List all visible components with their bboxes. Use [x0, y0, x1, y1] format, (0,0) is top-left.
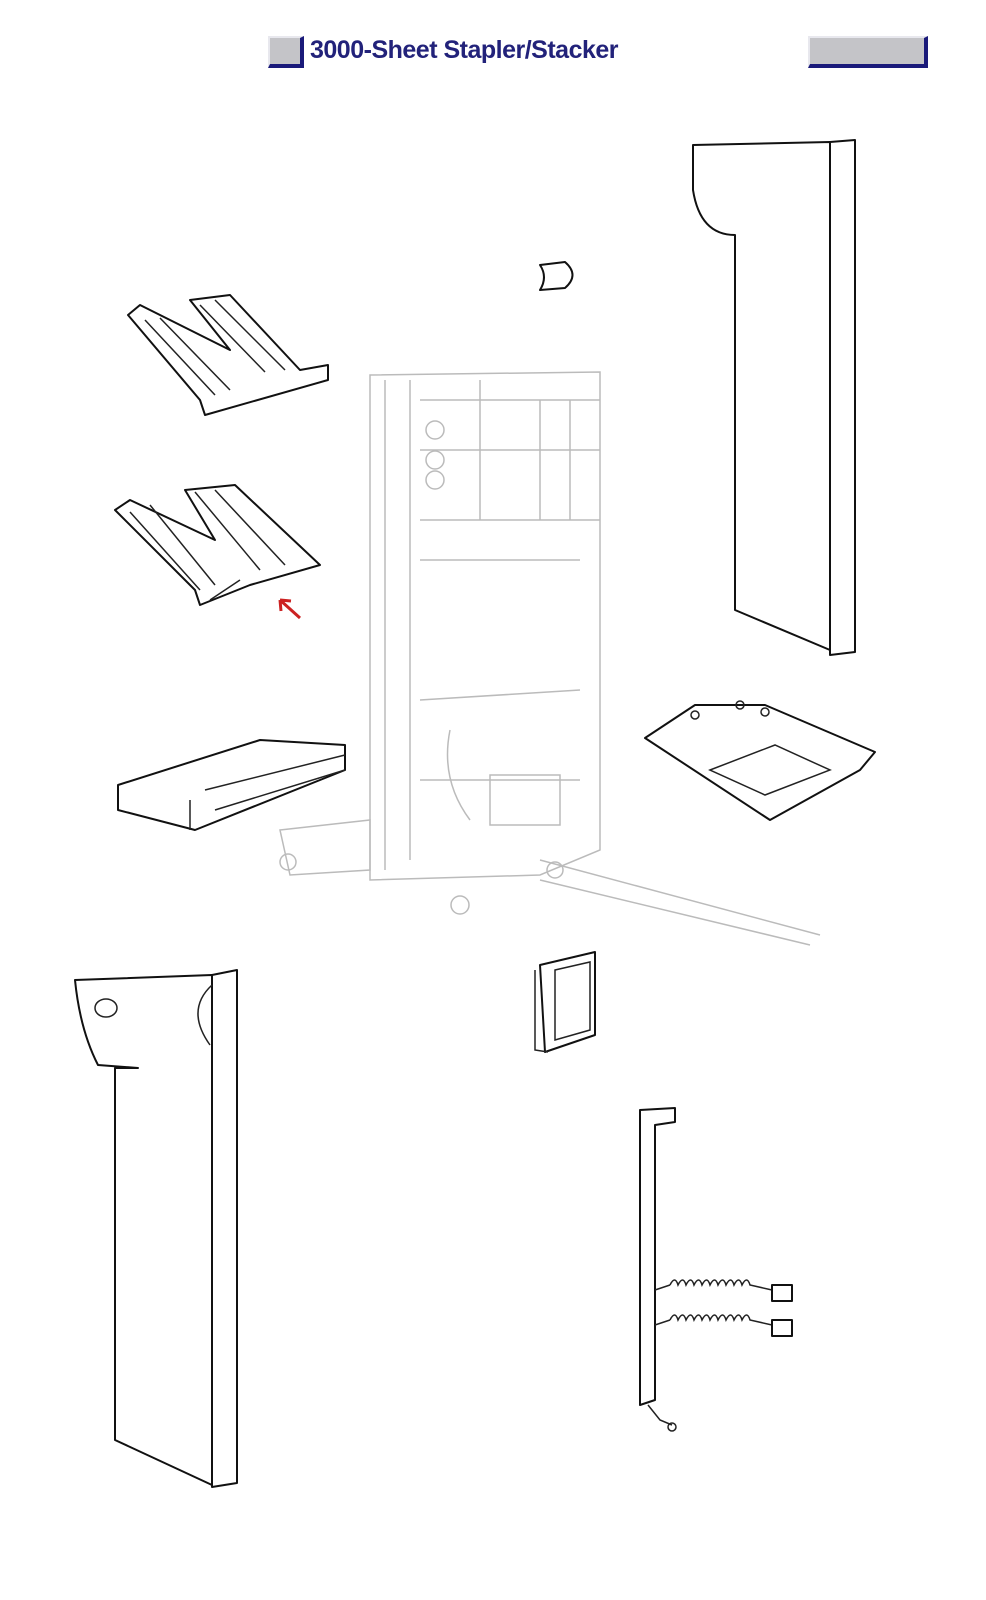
navigation-button[interactable] — [808, 36, 928, 68]
page-title: 3000-Sheet Stapler/Stacker — [310, 36, 619, 64]
rail-spring-assembly — [639, 1107, 793, 1432]
callout-arrow-icon — [278, 598, 302, 620]
right-side-cover — [692, 139, 856, 656]
lower-output-tray — [114, 484, 321, 606]
stacker-tray — [117, 739, 346, 831]
jogger-tray-assembly — [644, 700, 876, 821]
left-side-cover — [74, 969, 238, 1488]
latch-part — [539, 261, 574, 291]
stapler-stacker-unit — [279, 371, 821, 946]
stapler-bracket — [534, 951, 596, 1053]
section-icon-button[interactable] — [268, 36, 304, 68]
upper-output-tray — [127, 294, 329, 416]
